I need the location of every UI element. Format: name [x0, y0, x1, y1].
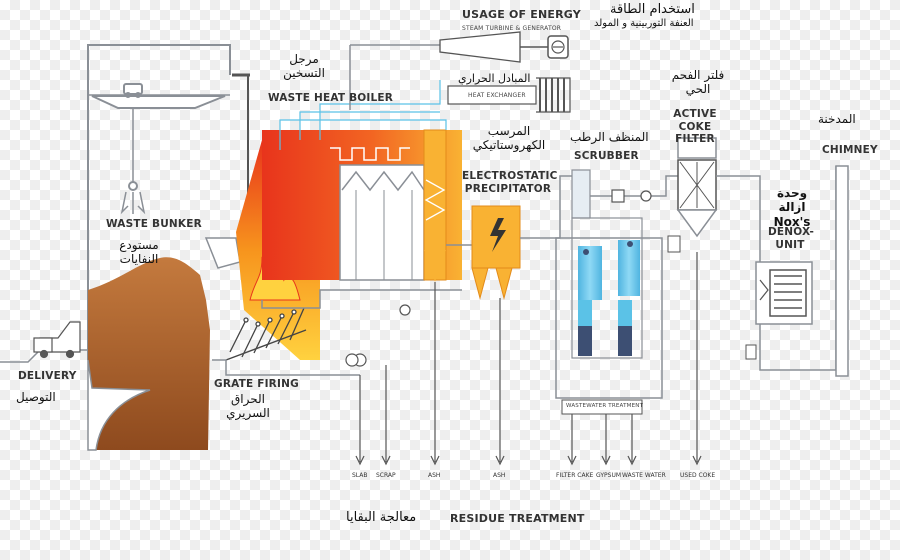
chimney-label: CHIMNEY: [822, 144, 878, 156]
esp-ar-label: المرسب الكهروستاتيكي: [472, 124, 546, 153]
denox-unit: [755, 261, 813, 325]
output-label: SLAB: [352, 472, 368, 479]
denox-label: DENOX- UNIT: [768, 226, 815, 251]
feed-hopper: [204, 237, 241, 269]
usage-ar-sub-label: العنفة التوربينية و المولد: [594, 18, 694, 29]
waste-bunker: [87, 44, 231, 360]
coke-filter-label: ACTIVE COKE FILTER: [673, 108, 717, 146]
residue-output-lines: [355, 252, 702, 466]
ash-conveyor: [212, 359, 360, 376]
coke-filter-ar-label: فلتر الفحم الحي: [671, 68, 725, 97]
scrubber: [571, 169, 643, 359]
steam-turbine: [439, 31, 521, 63]
residue-treatment-label: RESIDUE TREATMENT: [450, 512, 585, 525]
delivery-ar-label: التوصيل: [16, 390, 56, 404]
electrostatic-precipitator: [471, 205, 521, 269]
output-label: ASH: [493, 472, 506, 479]
reheater-icon: [611, 189, 625, 203]
esp-label: ELECTROSTATIC PRECIPITATOR: [462, 170, 558, 195]
output-label: ASH: [428, 472, 441, 479]
bunker-ar-label: مستودع النفايات: [119, 238, 159, 267]
active-coke-filter: [677, 137, 717, 159]
output-label: WASTE WATER: [622, 472, 666, 479]
heat-exchanger: [447, 85, 537, 105]
chimney: [835, 165, 849, 377]
grate-firing-label: GRATE FIRING: [214, 378, 299, 390]
waste-bunker-label: WASTE BUNKER: [106, 218, 202, 230]
grate-bars: [225, 307, 307, 361]
wastewater-treatment-label: WASTEWATER TREATMENT: [566, 403, 644, 409]
chimney-ar-label: المدخنة: [818, 112, 856, 126]
heat-exchanger-ar-label: المبادل الحراري: [458, 72, 531, 85]
steam-pipes: [279, 80, 447, 150]
steam-turbine-label: STEAM TURBINE & GENERATOR: [462, 25, 562, 32]
bunker-pit: [87, 359, 151, 451]
output-label: GYPSUM: [596, 472, 622, 479]
residue-ar-label: معالجة البقايا: [346, 510, 417, 525]
delivery-label: DELIVERY: [18, 370, 77, 382]
waste-heat-boiler-label: WASTE HEAT BOILER: [268, 92, 394, 104]
usage-ar-label: استخدام الطاقة: [610, 2, 695, 17]
output-label: FILTER CAKE: [556, 472, 594, 479]
output-label: SCRAP: [376, 472, 396, 479]
lightning-icon: [490, 218, 506, 252]
scrubber-label: SCRUBBER: [574, 150, 639, 162]
output-label: USED COKE: [680, 472, 716, 479]
truck-icon: [33, 321, 81, 359]
usage-of-energy-label: USAGE OF ENERGY: [462, 8, 581, 21]
heat-exchanger-label: HEAT EXCHANGER: [468, 92, 526, 99]
waste-heat-boiler-ar-label: مرجل التسخين: [283, 52, 325, 81]
denox-ar-label: وحدة ازالة Nox's: [773, 186, 811, 229]
scrubber-ar-label: المنظف الرطب: [570, 130, 649, 144]
wastewater-treatment-box: [555, 237, 663, 399]
grate-ar-label: الحراق السريري: [226, 392, 270, 421]
